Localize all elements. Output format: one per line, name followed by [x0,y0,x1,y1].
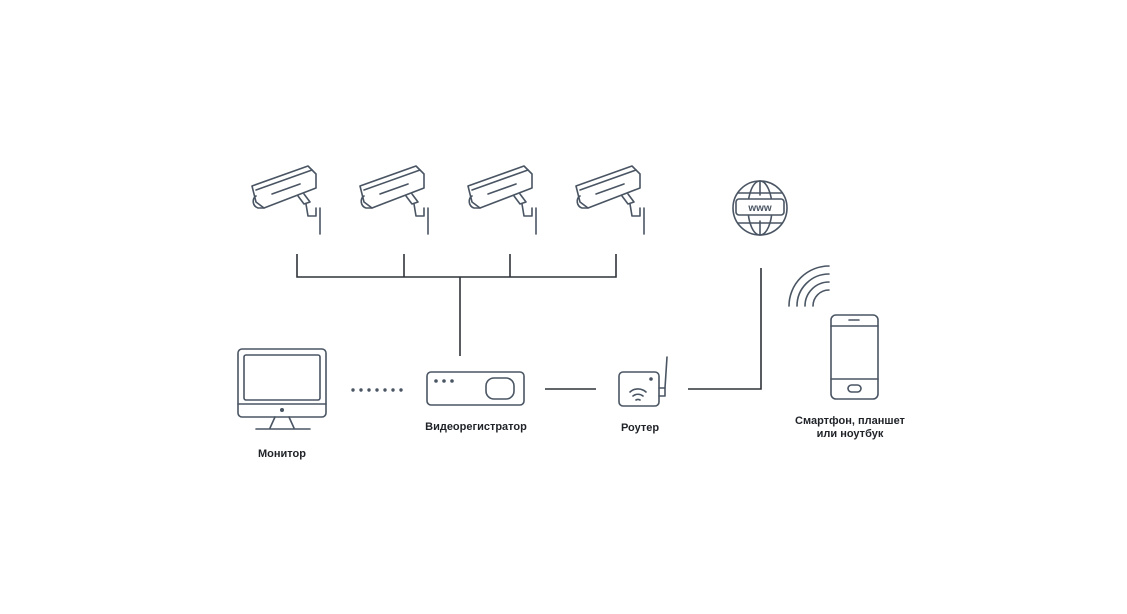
camera-4 [575,165,645,235]
smartphone-icon [830,314,879,400]
monitor-icon [237,348,327,430]
camera-bus-wire [296,254,617,356]
mobile-label-line2: или ноутбук [816,428,884,440]
router-internet-wire [688,268,762,390]
wireless-signal-icon [788,265,830,307]
camera-3 [467,165,537,235]
monitor-dvr-dotted-link [351,388,403,392]
globe-icon [732,180,788,236]
camera-1 [251,165,321,235]
router-label: Роутер [620,422,660,434]
mobile-label-line1: Смартфон, планшет [795,415,905,427]
dvr-label: Видеорегистратор [425,421,527,433]
mobile-label: Смартфон, планшет или ноутбук [780,415,920,441]
router-icon [618,356,668,407]
globe-text: www [747,203,772,214]
monitor-label: Монитор [258,448,306,460]
dvr-icon [426,371,525,406]
camera-2 [359,165,429,235]
